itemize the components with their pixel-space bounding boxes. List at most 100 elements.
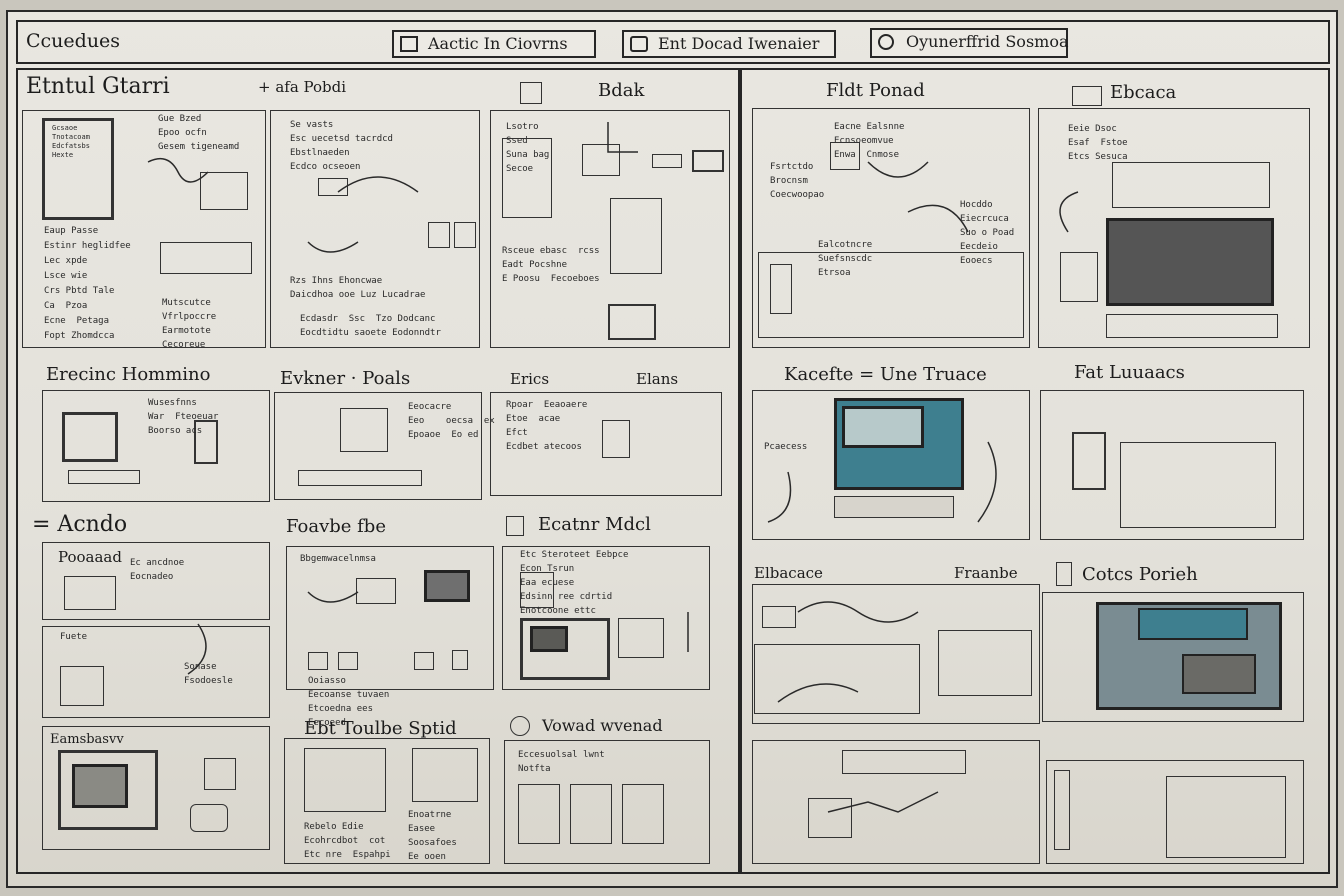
- bdak-icon: [520, 82, 542, 104]
- panel-d2-col2: [570, 784, 612, 844]
- tv-screen: [72, 764, 128, 808]
- header-bar: [16, 20, 1330, 64]
- section-title-ecatnr: Ecatnr Mdcl: [538, 514, 651, 535]
- header-button-1[interactable]: Aactic In Ciovrns: [392, 30, 596, 58]
- panel-h1-box: [808, 798, 852, 838]
- note-n7: Eeie Dsoc Esaf Fstoe Etcs Sesuca: [1068, 124, 1128, 162]
- note-n16: Eeocacre Eeo oecsa ex Epoaoe Eo ed: [408, 402, 495, 440]
- section-title-vowad: Vowad wvenad: [542, 716, 663, 735]
- section-subtitle-etntul: + afa Pobdi: [258, 78, 347, 96]
- panel-d1: [284, 738, 490, 864]
- section-title-foavbe: Foavbe fbe: [286, 516, 386, 537]
- note-n26: Hocddo Eiecrcuca Suo o Poad Eecdeio Eooe…: [960, 200, 1015, 266]
- panel-c1-label: Pooaaad: [58, 548, 122, 566]
- section-title-kacefte: Kacefte = Une Truace: [784, 364, 987, 385]
- document-thumbnail: [42, 118, 114, 220]
- small-box-2: [428, 222, 450, 248]
- panel-c5-screen: [530, 626, 568, 652]
- note-n8: Rzs Ihns Ehoncwae Daicdhoa ooe Luz Lucad…: [290, 276, 426, 300]
- note-n24: Ealcotncre Suefsnscdc Etrsoa: [818, 240, 873, 278]
- small-box-3: [454, 222, 476, 248]
- panel-f2: [1040, 390, 1304, 540]
- header-button-3[interactable]: Oyunerffrid Sosmoa: [870, 28, 1069, 58]
- note-kac: Pcaecess: [764, 442, 808, 452]
- panel-f2-phone: [1072, 432, 1106, 490]
- ink-scribbles: [147, 122, 1079, 813]
- section-title-erecinc: Erecinc Hommino: [46, 364, 211, 385]
- panel-e2-side: [1060, 252, 1098, 302]
- panel-c4-box1: [356, 578, 396, 604]
- panel-c4-chip2: [338, 652, 358, 670]
- panel-d1-screen2: [412, 748, 478, 802]
- section-title-etntul: Etntul Gtarri: [26, 74, 170, 99]
- panel-h1: [752, 740, 1040, 864]
- panel-d1-screen1: [304, 748, 386, 812]
- header-button-2[interactable]: Ent Docad Iwenaier: [622, 30, 836, 58]
- panel-b3: [490, 392, 722, 496]
- cotcs-icon: [1056, 562, 1072, 586]
- panel-a3-device: [610, 198, 662, 274]
- app-title: Ccuedues: [26, 30, 121, 52]
- panel-a1: [22, 110, 266, 348]
- lock-icon: [630, 36, 648, 52]
- section-title-fat: Fat Luuaacs: [1074, 362, 1185, 383]
- panel-a3-chip2: [692, 150, 724, 172]
- panel-e2-table: [1112, 162, 1270, 208]
- panel-a3: [490, 110, 730, 348]
- panel-e1-phone: [770, 264, 792, 314]
- panel-h2: [1046, 760, 1304, 864]
- panel-c4-chip4: [452, 650, 468, 670]
- panel-a3-printer: [608, 304, 656, 340]
- panel-g1: [752, 584, 1040, 724]
- panel-h2-sub: [1166, 776, 1286, 858]
- note-n12: Ecdasdr Ssc Tzo Dodcanc Eocdtidtu saoete…: [300, 314, 441, 338]
- panel-c1: [42, 542, 270, 620]
- panel-b2-bar: [298, 470, 422, 486]
- section-title-ebt: Ebt Toulbe Sptid: [304, 718, 457, 739]
- panel-c4: [286, 546, 494, 690]
- phone-sketch: [194, 420, 218, 464]
- note-n23: Sonase Fsodoesle: [184, 662, 233, 686]
- note-n15: Wusesfnns War Fteoeuar Boorso acs: [148, 398, 219, 436]
- note-n19: Rpoar Eeaoaere Etoe acae Efct Ecdbet ate…: [506, 400, 588, 452]
- header-button-1-label: Aactic In Ciovrns: [428, 34, 568, 53]
- note-n14: Rebelo Edie Ecohrcdbot cot Etc nre Espah…: [304, 822, 391, 860]
- note-n2: Eaup Passe Estinr heglidfee Lec xpde Lsc…: [44, 226, 131, 341]
- panel-f1: [752, 390, 1030, 540]
- input-sketch: [160, 242, 252, 274]
- panel-c5-pad: [618, 618, 664, 658]
- tv-sketch: [58, 750, 158, 830]
- panel-e1-sub: [758, 252, 1024, 338]
- machine-panel: [1138, 608, 1248, 640]
- panel-c3: [42, 726, 270, 850]
- section-title-fldt: Fldt Ponad: [826, 80, 925, 101]
- section-title-fraanbe: Fraanbe: [954, 564, 1018, 582]
- right-column-frame: [740, 68, 1330, 874]
- panel-d2-col1: [518, 784, 560, 844]
- section-title-elans: Elans: [636, 370, 679, 388]
- section-title-bdak: Bdak: [598, 80, 645, 101]
- note-n6: Lsotro Ssed Suna bag Secoe: [506, 122, 550, 174]
- section-title-acndo: = Acndo: [32, 512, 128, 537]
- panel-e2: [1038, 108, 1310, 348]
- note-n25: Fsrtctdo Brocnsm Coecwoopao: [770, 162, 825, 200]
- panel-c3-label: Eamsbasvv: [50, 732, 124, 747]
- note-n21: Bbgemwacelnmsa: [300, 554, 376, 564]
- panel-e2-toolbar: [1106, 314, 1278, 338]
- panel-g1-sub: [754, 644, 920, 714]
- panel-a2: [270, 110, 480, 348]
- panel-h1-title-box: [842, 750, 966, 774]
- panel-c3-icon1: [204, 758, 236, 790]
- section-title-ebcaca: Ebcaca: [1110, 82, 1177, 103]
- section-title-erics: Erics: [510, 370, 550, 388]
- panel-g1-chip1: [762, 606, 796, 628]
- section-title-cotcs: Cotcs Porieh: [1082, 564, 1198, 585]
- note-n3: Gue Bzed Epoo ocfn Gesem tigeneamd: [158, 114, 240, 152]
- panel-c4-screen: [424, 570, 470, 602]
- computer-screen: [842, 406, 924, 448]
- tablet-sketch: [62, 412, 118, 462]
- panel-b2: [274, 392, 482, 500]
- note-n5: Se vasts Esc uecetsd tacrdcd Ebstlnaeden…: [290, 120, 393, 172]
- section-title-evkner: Evkner · Poals: [280, 368, 411, 389]
- panel-g2: [1042, 592, 1304, 722]
